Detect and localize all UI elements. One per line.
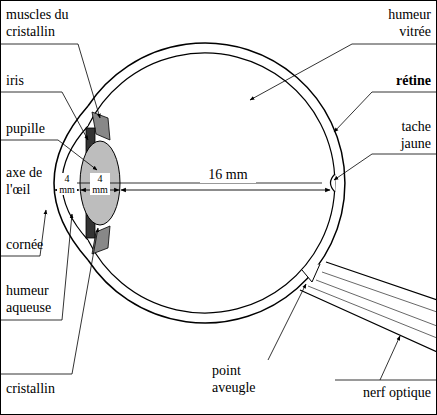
dimension-label: 4 mm [57, 173, 77, 195]
part-label: pupille [6, 120, 45, 137]
part-label: rétine [376, 72, 431, 89]
part-label: humeur aqueuse [6, 282, 76, 316]
dimension-label: 16 mm [200, 166, 256, 183]
dimension-label: 4 mm [90, 173, 110, 195]
part-label: nerf optique [335, 384, 431, 401]
part-label: tache jaune [383, 118, 431, 152]
part-label: humeur vitrée [355, 6, 431, 40]
part-label: axe de l'œil [6, 164, 56, 198]
part-label: point aveugle [212, 362, 272, 396]
part-label: cornée [6, 236, 43, 253]
part-label: cristallin [6, 380, 55, 397]
part-label: iris [6, 72, 24, 89]
part-label: muscles du cristallin [6, 6, 106, 40]
